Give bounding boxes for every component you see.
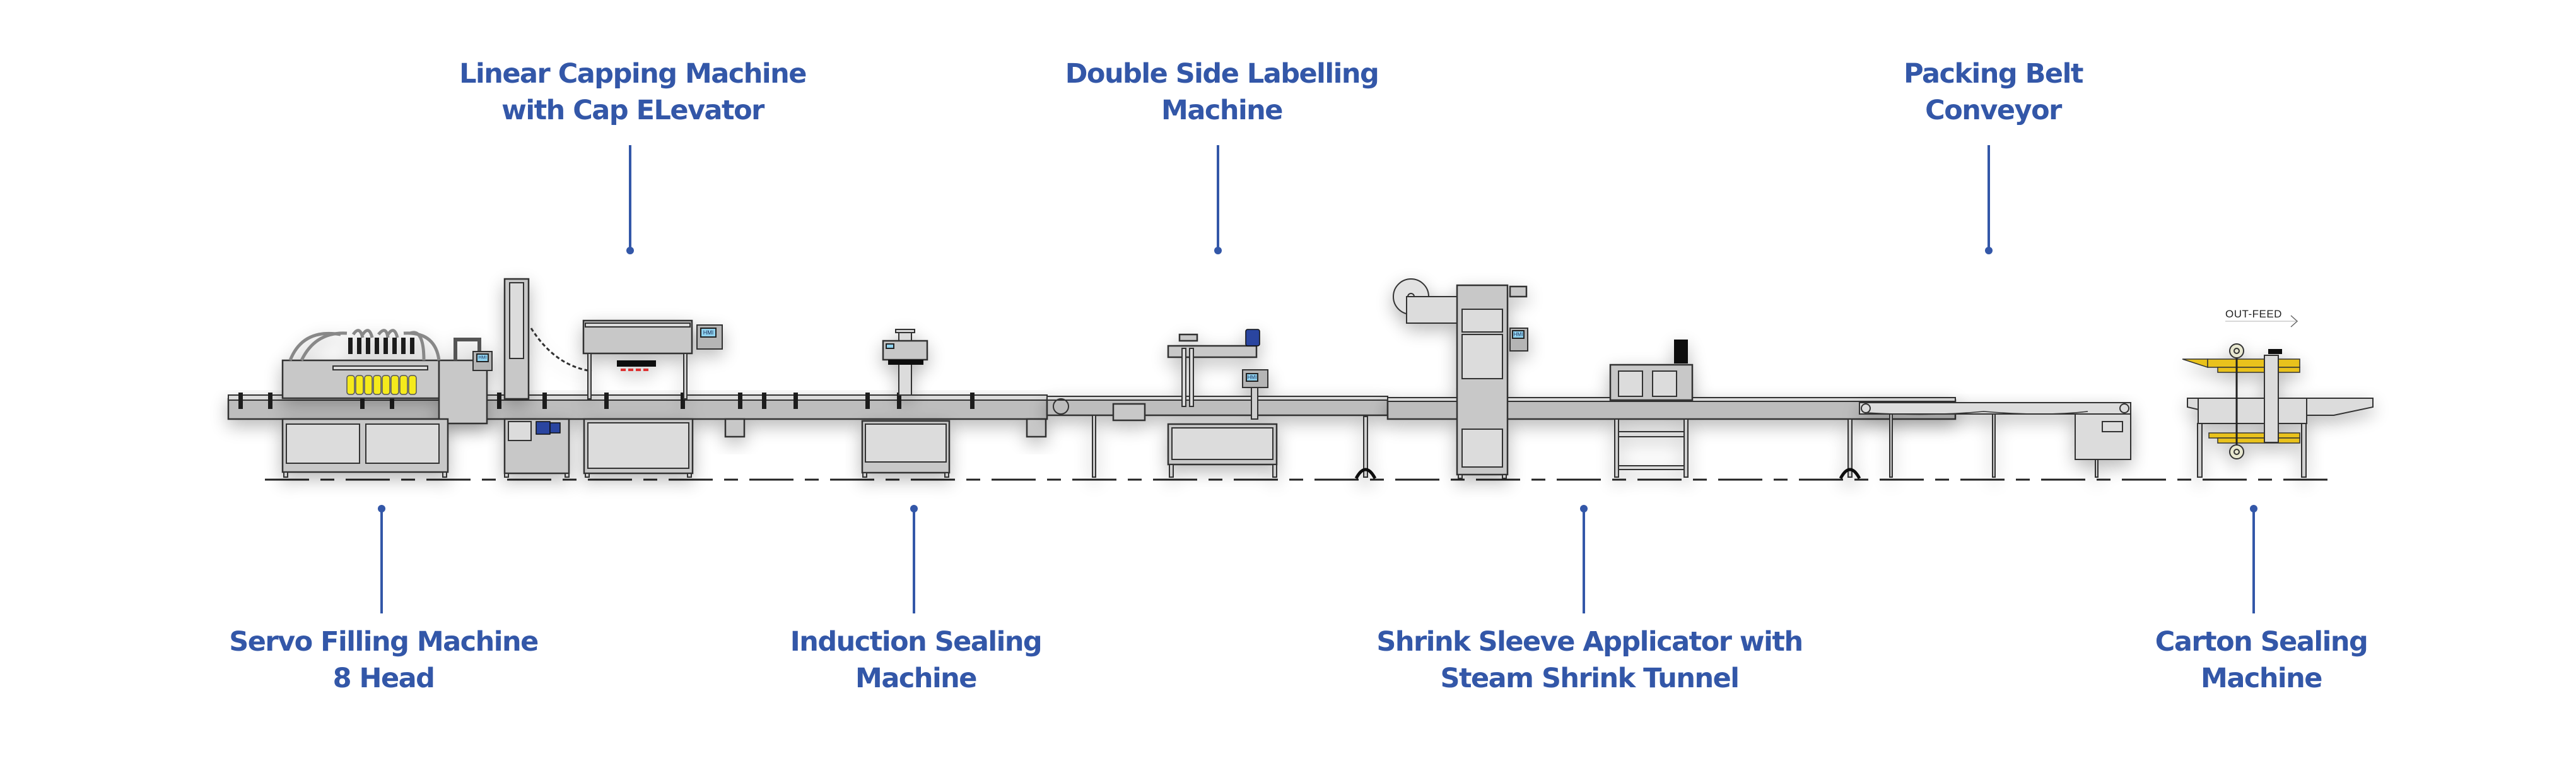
label-line-1: Double Side Labelling xyxy=(1065,58,1379,90)
outfeed-arrow-icon xyxy=(2225,315,2298,328)
shrink-sleeve-applicator: HMI xyxy=(1386,278,1957,480)
label-double-side-labelling-machine: Double Side Labelling Machine xyxy=(1065,56,1379,129)
label-line-2: Conveyor xyxy=(1925,95,2062,126)
cap-elevator xyxy=(503,278,592,478)
linear-capping-machine: HMI xyxy=(582,319,723,478)
label-shrink-sleeve-applicator: Shrink Sleeve Applicator with Steam Shri… xyxy=(1376,624,1803,697)
hmi-screen-text: HMI xyxy=(1514,332,1523,338)
servo-filling-machine: HMI xyxy=(281,329,493,478)
label-line-1: Packing Belt xyxy=(1904,58,2083,90)
label-line-2: 8 Head xyxy=(332,663,435,694)
label-line-1: Carton Sealing xyxy=(2155,626,2368,658)
label-line-2: Machine xyxy=(2201,663,2322,694)
leader-packing-belt xyxy=(1985,145,1993,254)
label-line-2: Machine xyxy=(855,663,977,694)
leader-double-side-labelling xyxy=(1214,145,1222,254)
hmi-screen-text: HMI xyxy=(1248,375,1257,381)
double-side-labelling-machine: HMI xyxy=(1046,329,1389,480)
label-line-1: Servo Filling Machine xyxy=(229,626,539,658)
label-carton-sealing-machine: Carton Sealing Machine xyxy=(2155,624,2368,697)
label-line-1: Induction Sealing xyxy=(790,626,1043,658)
bottles xyxy=(346,375,417,395)
label-servo-filling-machine: Servo Filling Machine 8 Head xyxy=(229,624,539,697)
hmi-screen-text: HMI xyxy=(703,329,714,336)
label-line-2: Machine xyxy=(1161,95,1283,126)
label-linear-capping-machine: Linear Capping Machine with Cap ELevator xyxy=(459,56,807,129)
outfeed-label: OUT-FEED xyxy=(2225,308,2282,320)
leader-shrink-sleeve xyxy=(1580,505,1588,613)
label-line-1: Shrink Sleeve Applicator with xyxy=(1376,626,1803,658)
label-line-2: with Cap ELevator xyxy=(501,95,764,126)
carton-sealing-machine xyxy=(2182,343,2374,478)
label-line-2: Steam Shrink Tunnel xyxy=(1440,663,1740,694)
packing-belt-conveyor xyxy=(1859,402,2131,478)
induction-sealing-machine xyxy=(861,329,951,478)
label-packing-belt-conveyor: Packing Belt Conveyor xyxy=(1904,56,2083,129)
leader-induction-sealing xyxy=(910,505,918,613)
leader-carton-sealing xyxy=(2250,505,2257,613)
leader-linear-capping xyxy=(626,145,634,254)
leader-servo-filling xyxy=(378,505,385,613)
label-line-1: Linear Capping Machine xyxy=(459,58,807,90)
hmi-screen-text: HMI xyxy=(479,356,487,360)
label-induction-sealing-machine: Induction Sealing Machine xyxy=(790,624,1043,697)
